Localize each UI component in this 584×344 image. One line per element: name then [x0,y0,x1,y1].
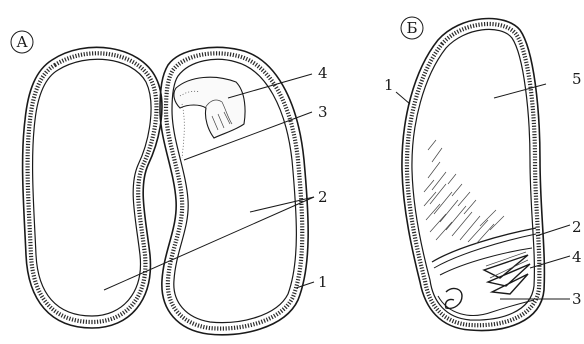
leader-b-4 [530,256,570,268]
panel-a-letter: А [16,33,28,51]
left-cotyledon [23,47,162,328]
label-a-embryo: 4 [318,64,328,82]
embryo-b [484,255,530,294]
label-b-embryo: 4 [572,248,582,266]
panel-b-letter: Б [406,19,417,37]
leader-a-2-right [250,197,314,212]
embryo [174,77,245,138]
grain [402,19,544,331]
right-cotyledon [160,47,308,334]
label-a-cotyledon: 2 [318,188,328,206]
leader-a-3 [184,112,312,160]
radicle-b [445,289,462,309]
label-b-seed-coat: 1 [384,76,394,94]
leader-b-2 [536,225,570,236]
leader-b-5 [494,84,546,98]
leader-a-2-left [104,197,314,290]
label-a-seed-coat: 1 [318,273,328,291]
leader-a-4 [228,74,312,98]
label-a-3: 3 [318,103,328,121]
label-b-scutellum: 2 [572,218,582,236]
endosperm-shading [424,140,504,244]
label-b-radicle: 3 [572,290,582,308]
panel-b: Б [384,17,582,330]
panel-a: А 4 3 2 1 [11,31,328,335]
label-b-endosperm: 5 [572,70,582,88]
leader-b-1 [396,92,410,104]
